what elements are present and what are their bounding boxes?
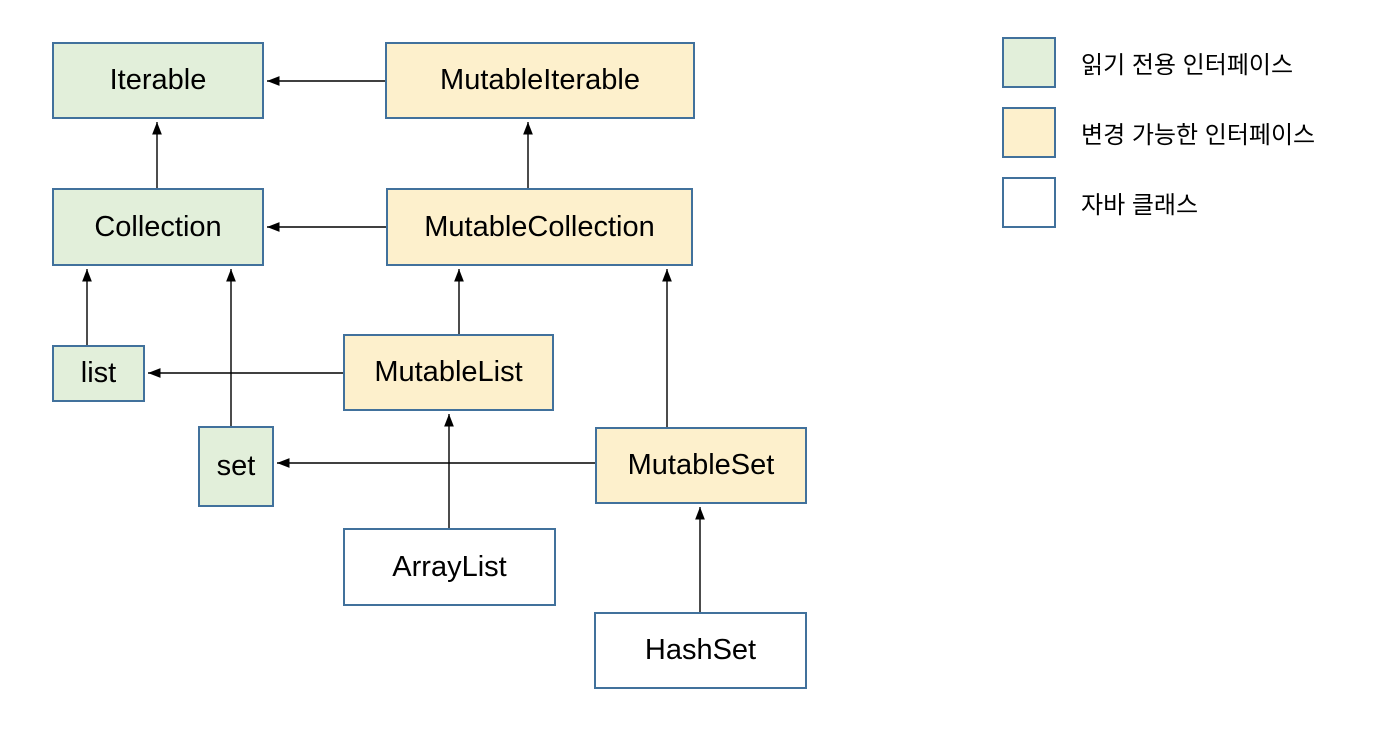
node-label: ArrayList: [392, 550, 507, 583]
node-label: MutableIterable: [440, 64, 640, 96]
node-collection: Collection: [52, 188, 264, 266]
node-label: HashSet: [644, 634, 757, 666]
node-label: list: [80, 357, 117, 389]
node-mutable-set: MutableSet: [595, 427, 807, 504]
node-label: Collection: [94, 210, 222, 243]
legend-label: 변경 가능한 인터페이스: [1081, 122, 1316, 149]
readonly-swatch-icon: [1002, 37, 1056, 88]
node-label: MutableSet: [627, 449, 775, 481]
mutable-swatch-icon: [1002, 107, 1056, 158]
node-label: MutableCollection: [424, 210, 655, 243]
node-mutable-iterable: MutableIterable: [385, 42, 695, 119]
legend-label: 자바 클래스: [1081, 192, 1199, 219]
node-iterable: Iterable: [52, 42, 264, 119]
node-mutable-collection: MutableCollection: [386, 188, 693, 266]
node-label: set: [216, 450, 256, 482]
node-list: list: [52, 345, 145, 402]
legend-label: 읽기 전용 인터페이스: [1081, 52, 1294, 79]
node-set: set: [198, 426, 274, 507]
legend-item-java: 자바 클래스: [1002, 177, 1315, 228]
legend: 읽기 전용 인터페이스 변경 가능한 인터페이스 자바 클래스: [1002, 37, 1315, 247]
node-hash-set: HashSet: [594, 612, 807, 689]
node-mutable-list: MutableList: [343, 334, 554, 411]
java-class-swatch-icon: [1002, 177, 1056, 228]
node-label: MutableList: [374, 356, 523, 388]
node-array-list: ArrayList: [343, 528, 556, 606]
legend-item-mutable: 변경 가능한 인터페이스: [1002, 107, 1315, 158]
node-label: Iterable: [109, 64, 207, 96]
legend-item-readonly: 읽기 전용 인터페이스: [1002, 37, 1315, 88]
